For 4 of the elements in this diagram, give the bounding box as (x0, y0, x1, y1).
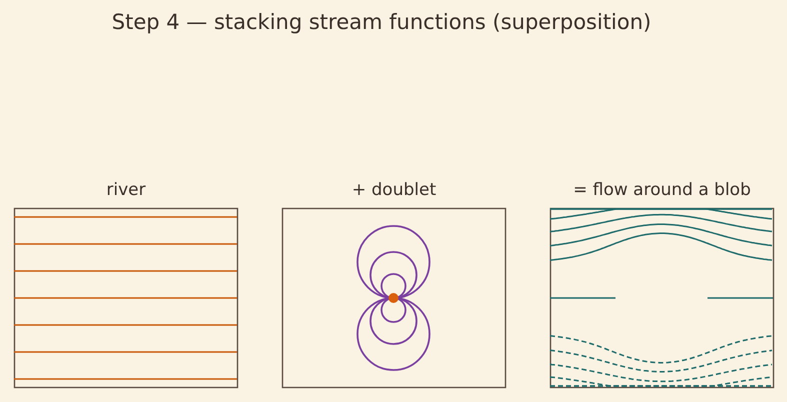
panel-heading: = flow around a blob (572, 180, 752, 200)
panel-heading: + doublet (350, 180, 438, 200)
diagram-title: Step 4 — stacking stream functions (superposition) (110, 10, 652, 34)
panel-heading: river (105, 180, 147, 200)
